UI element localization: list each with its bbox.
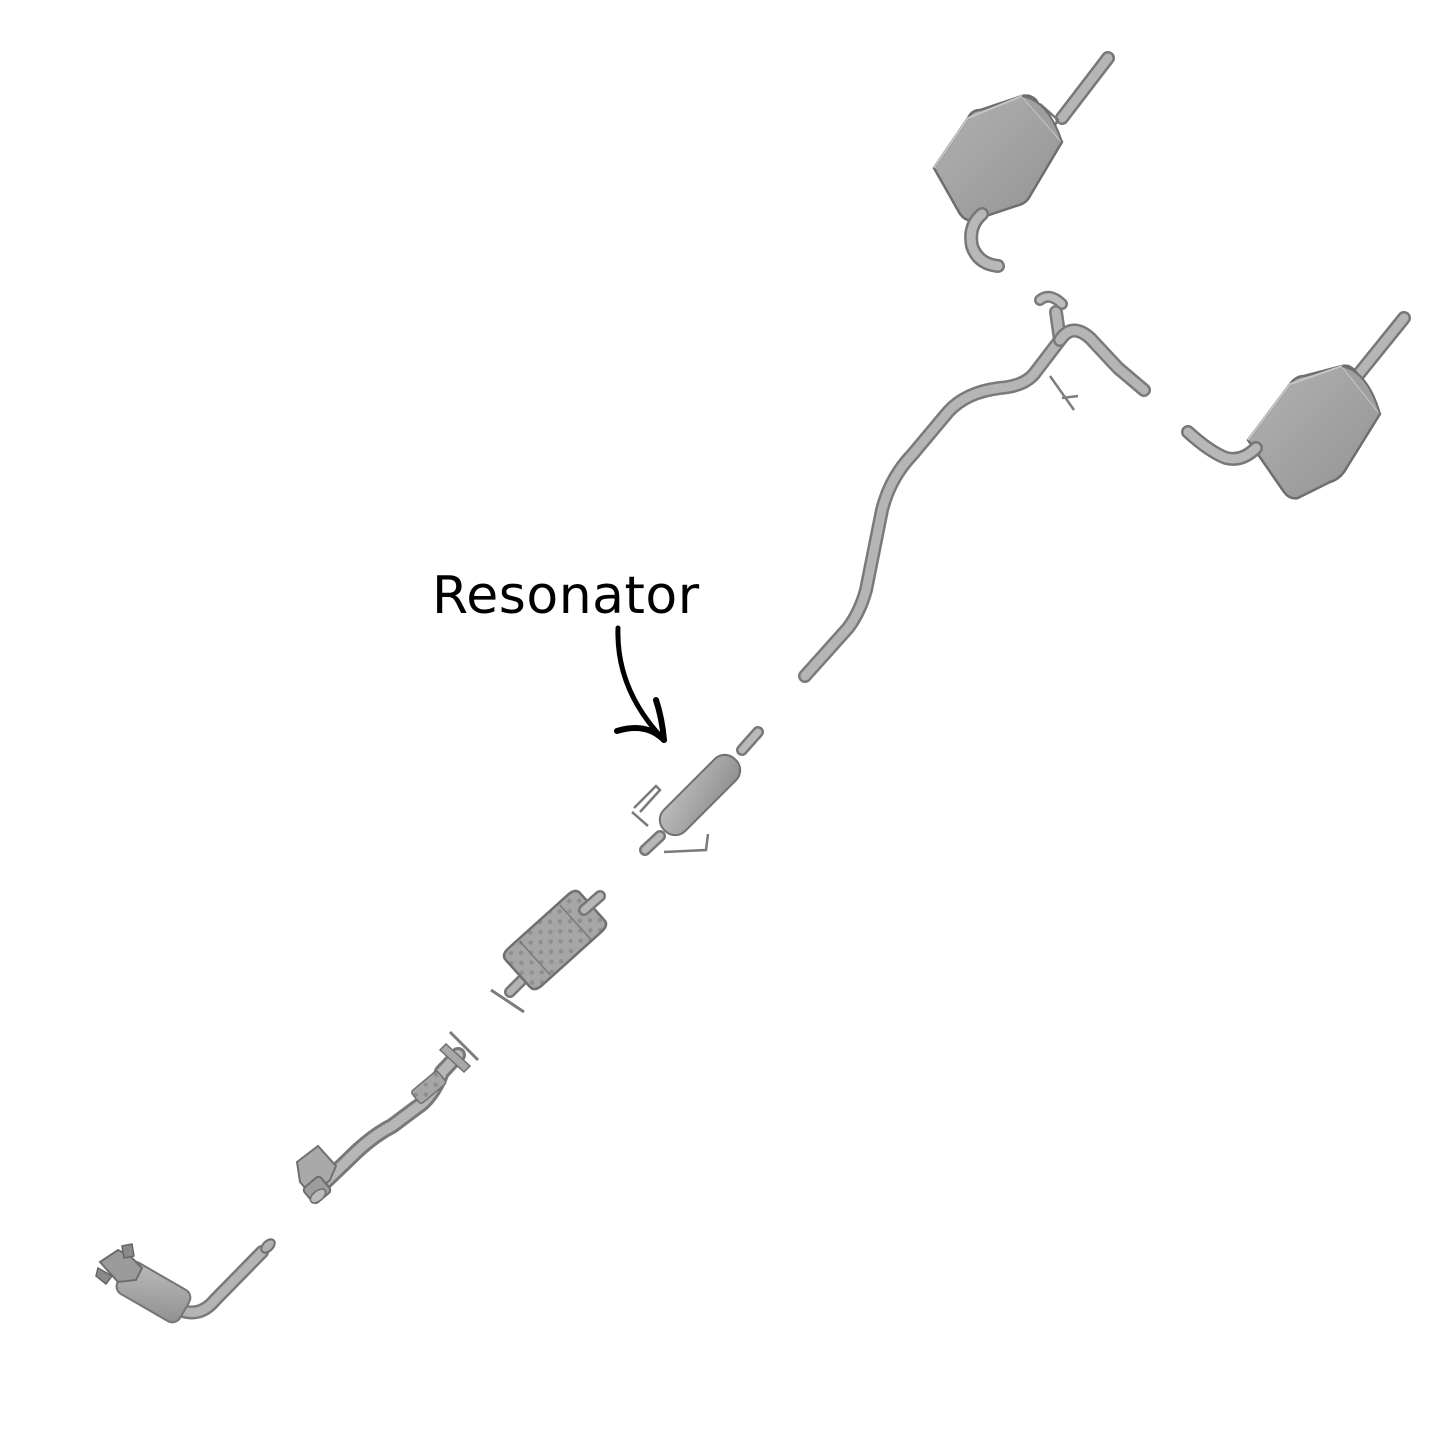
front-pipe-with-catalytic-converter bbox=[95, 1238, 276, 1324]
resonator-callout-label: Resonator bbox=[432, 566, 700, 626]
intermediate-pipe-with-y-branch bbox=[798, 290, 1151, 683]
catalytic-converter bbox=[490, 889, 608, 1014]
right-rear-muffler bbox=[1181, 311, 1411, 500]
left-rear-muffler bbox=[932, 51, 1115, 273]
callout-arrow bbox=[614, 625, 667, 743]
y-pipe bbox=[295, 1030, 480, 1205]
resonator bbox=[631, 726, 764, 856]
